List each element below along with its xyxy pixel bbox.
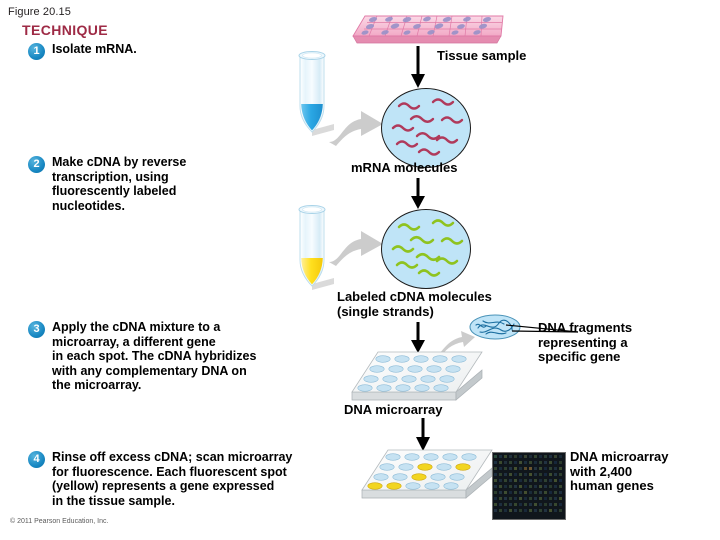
dna-fragment-spot-icon (469, 314, 579, 340)
step-3: 3 Apply the cDNA mixture to a microarray… (28, 320, 256, 393)
step-3-text: Apply the cDNA mixture to a microarray, … (52, 320, 257, 393)
step-3-number-badge: 3 (28, 321, 45, 338)
arrow-down-cdna-to-microarray (411, 322, 425, 353)
label-dna-microarray: DNA microarray (344, 402, 443, 417)
microcentrifuge-tube-blue-icon (298, 51, 334, 136)
step-1-number-badge: 1 (28, 43, 45, 60)
microarray-scan-photograph (492, 452, 566, 520)
arrow-down-microarray-to-scan (416, 418, 430, 451)
cdna-pool-circle (381, 209, 471, 289)
microcentrifuge-tube-yellow-icon (298, 205, 334, 290)
dna-microarray-slide-fluorescent-icon (361, 449, 493, 499)
step-4-number-badge: 4 (28, 451, 45, 468)
labeled-cdna-strands-icon (391, 219, 464, 277)
grey-arrow-tube-to-cdna-pool (329, 231, 383, 266)
technique-heading: TECHNIQUE (22, 22, 109, 38)
step-1-text: Isolate mRNA. (52, 42, 137, 56)
grey-arrow-tube-to-mrna-pool (329, 111, 383, 146)
step-4: 4 Rinse off excess cDNA; scan microarray… (28, 450, 292, 508)
step-2-text: Make cDNA by reverse transcription, usin… (52, 155, 187, 213)
step-2: 2 Make cDNA by reverse transcription, us… (28, 155, 186, 213)
figure-number-label: Figure 20.15 (8, 6, 71, 18)
mrna-pool-circle (381, 88, 471, 168)
step-2-number-badge: 2 (28, 156, 45, 173)
label-tissue-sample: Tissue sample (437, 48, 527, 63)
label-mrna-molecules: mRNA molecules (351, 160, 458, 175)
label-dna-fragments: DNA fragments representing a specific ge… (538, 320, 633, 364)
step-4-text: Rinse off excess cDNA; scan microarray f… (52, 450, 293, 508)
arrow-down-tissue-to-mrna (411, 46, 425, 88)
tissue-sheet-icon (352, 15, 504, 44)
arrow-down-mrna-to-cdna (411, 178, 425, 209)
label-labeled-cdna-molecules: Labeled cDNA molecules (single strands) (337, 289, 492, 319)
copyright-notice: © 2011 Pearson Education, Inc. (10, 518, 109, 525)
dna-microarray-slide-icon (351, 351, 483, 401)
mrna-strands-icon (391, 98, 464, 156)
step-1: 1 Isolate mRNA. (28, 42, 137, 60)
label-scanned-microarray: DNA microarray with 2,400 human genes (570, 449, 669, 493)
